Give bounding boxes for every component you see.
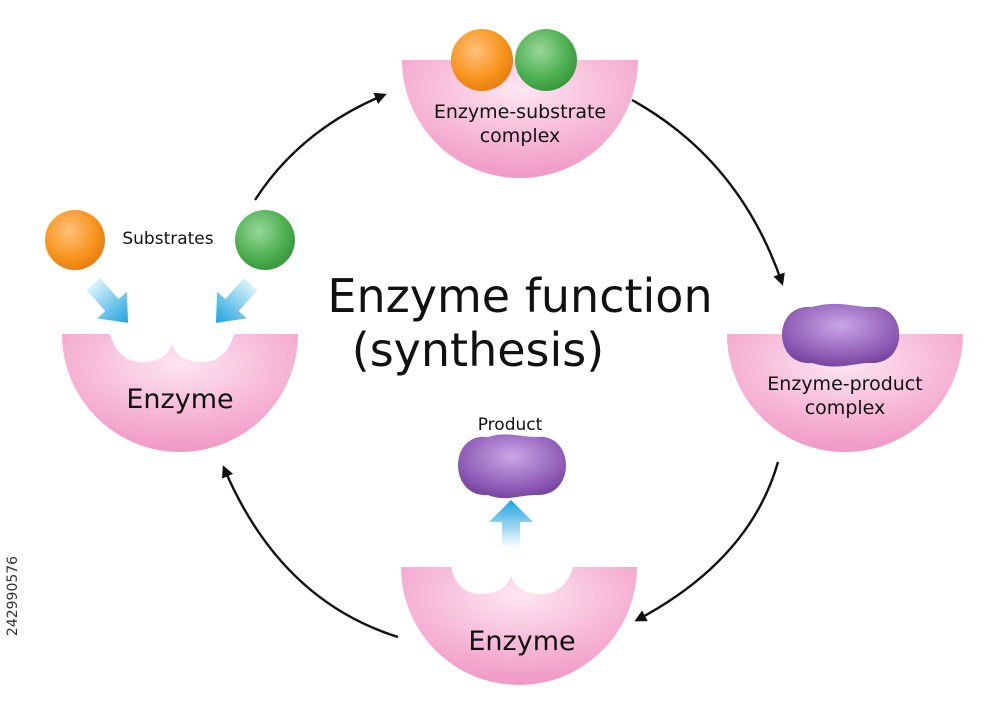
cycle-arrow-ep-to-release [634,461,780,622]
es-complex-label-line2: complex [480,125,561,147]
enzyme-product-complex: Enzyme-product complex [727,303,963,452]
enzyme-substrate-complex: Enzyme-substrate complex [402,29,638,178]
cycle-arrow-start-to-es [253,92,387,201]
blue-arrow-into-enzyme-right [215,278,258,323]
substrates-label: Substrates [122,229,213,249]
product-released [458,434,567,499]
diagram-title-line1: Enzyme function [327,269,712,323]
enzyme-with-substrates: Substrates Enzyme [45,210,298,452]
es-complex-label-line1: Enzyme-substrate [434,101,606,123]
enzyme-shape-ep [727,334,963,452]
ep-complex-label-line2: complex [805,397,886,419]
substrate-orange-bound [451,29,513,91]
blue-arrow-product-release [489,500,533,548]
enzyme-shape-es [402,60,638,178]
blue-arrow-into-enzyme-left [86,278,129,323]
enzyme-label-start: Enzyme [126,384,233,415]
stock-id-text: 242990576 [5,555,21,637]
substrate-green-bound [515,29,577,91]
cycle-arrow-es-to-ep [631,98,785,286]
substrate-green [235,210,295,270]
enzyme-label-release: Enzyme [468,626,575,657]
stock-id-watermark: 242990576 [2,478,24,714]
cycle-arrow-release-to-start [221,465,399,639]
ep-complex-label-line1: Enzyme-product [767,373,922,395]
product-label: Product [478,415,543,435]
enzyme-shape-start [62,334,298,452]
enzyme-releasing-product: Product Enzyme [401,415,637,685]
enzyme-shape-release [401,567,637,685]
product-bound [782,303,900,367]
substrate-orange [45,210,105,270]
diagram-title-line2: (synthesis) [352,323,604,377]
